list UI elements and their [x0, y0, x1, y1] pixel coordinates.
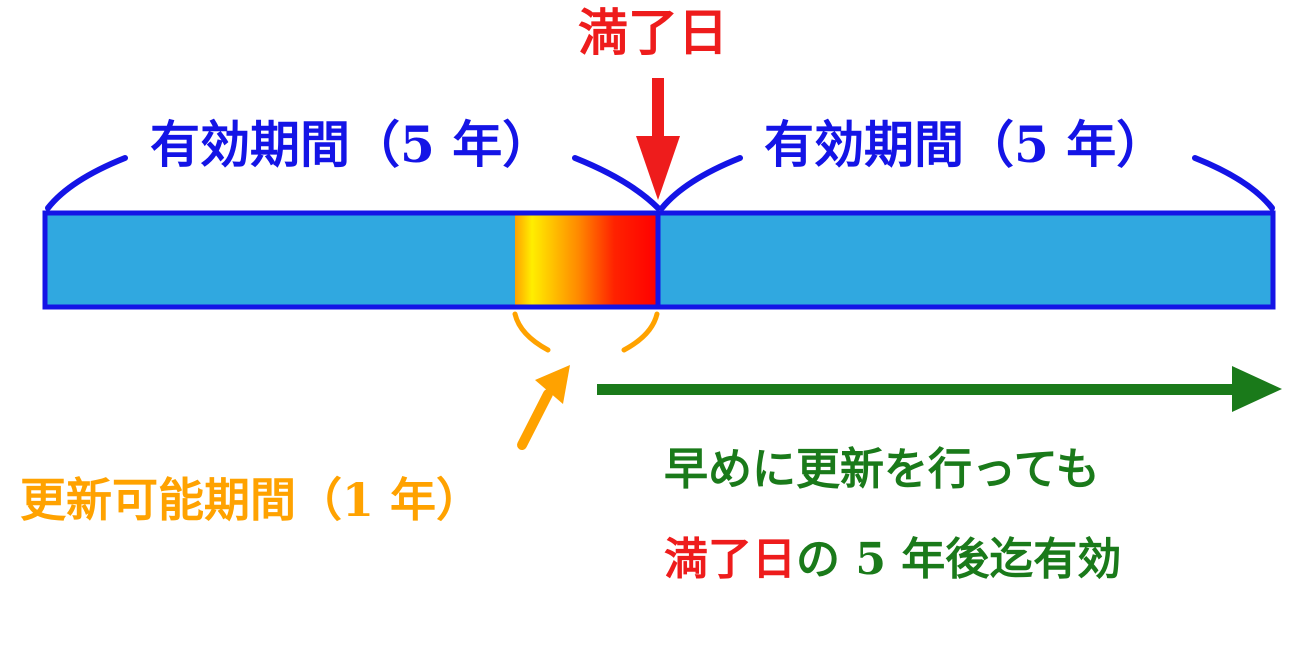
- validity-period-label-right: 有効期間（5 年）: [764, 115, 1167, 174]
- timeline-bar-right: [659, 213, 1273, 307]
- expiry-arrow: [636, 78, 680, 200]
- validity-period-label-left: 有効期間（5 年）: [150, 115, 553, 174]
- note-expiry-word: 満了日: [664, 534, 796, 585]
- renewal-window-segment: [515, 213, 657, 307]
- validity-continues-arrow: [597, 366, 1282, 412]
- right-period-brace: [659, 155, 1275, 211]
- note-line-2-rest: の 5 年後迄有効: [796, 534, 1122, 585]
- left-period-brace: [45, 155, 661, 211]
- renewal-period-label: 更新可能期間（1 年）: [20, 473, 483, 527]
- note-line-1: 早めに更新を行っても: [664, 444, 1100, 495]
- renewal-pointer-arrow: [517, 365, 570, 450]
- expiry-date-label: 満了日: [578, 3, 728, 62]
- renewal-bracket: [512, 311, 660, 353]
- note-line-2: 満了日の 5 年後迄有効: [664, 538, 1121, 582]
